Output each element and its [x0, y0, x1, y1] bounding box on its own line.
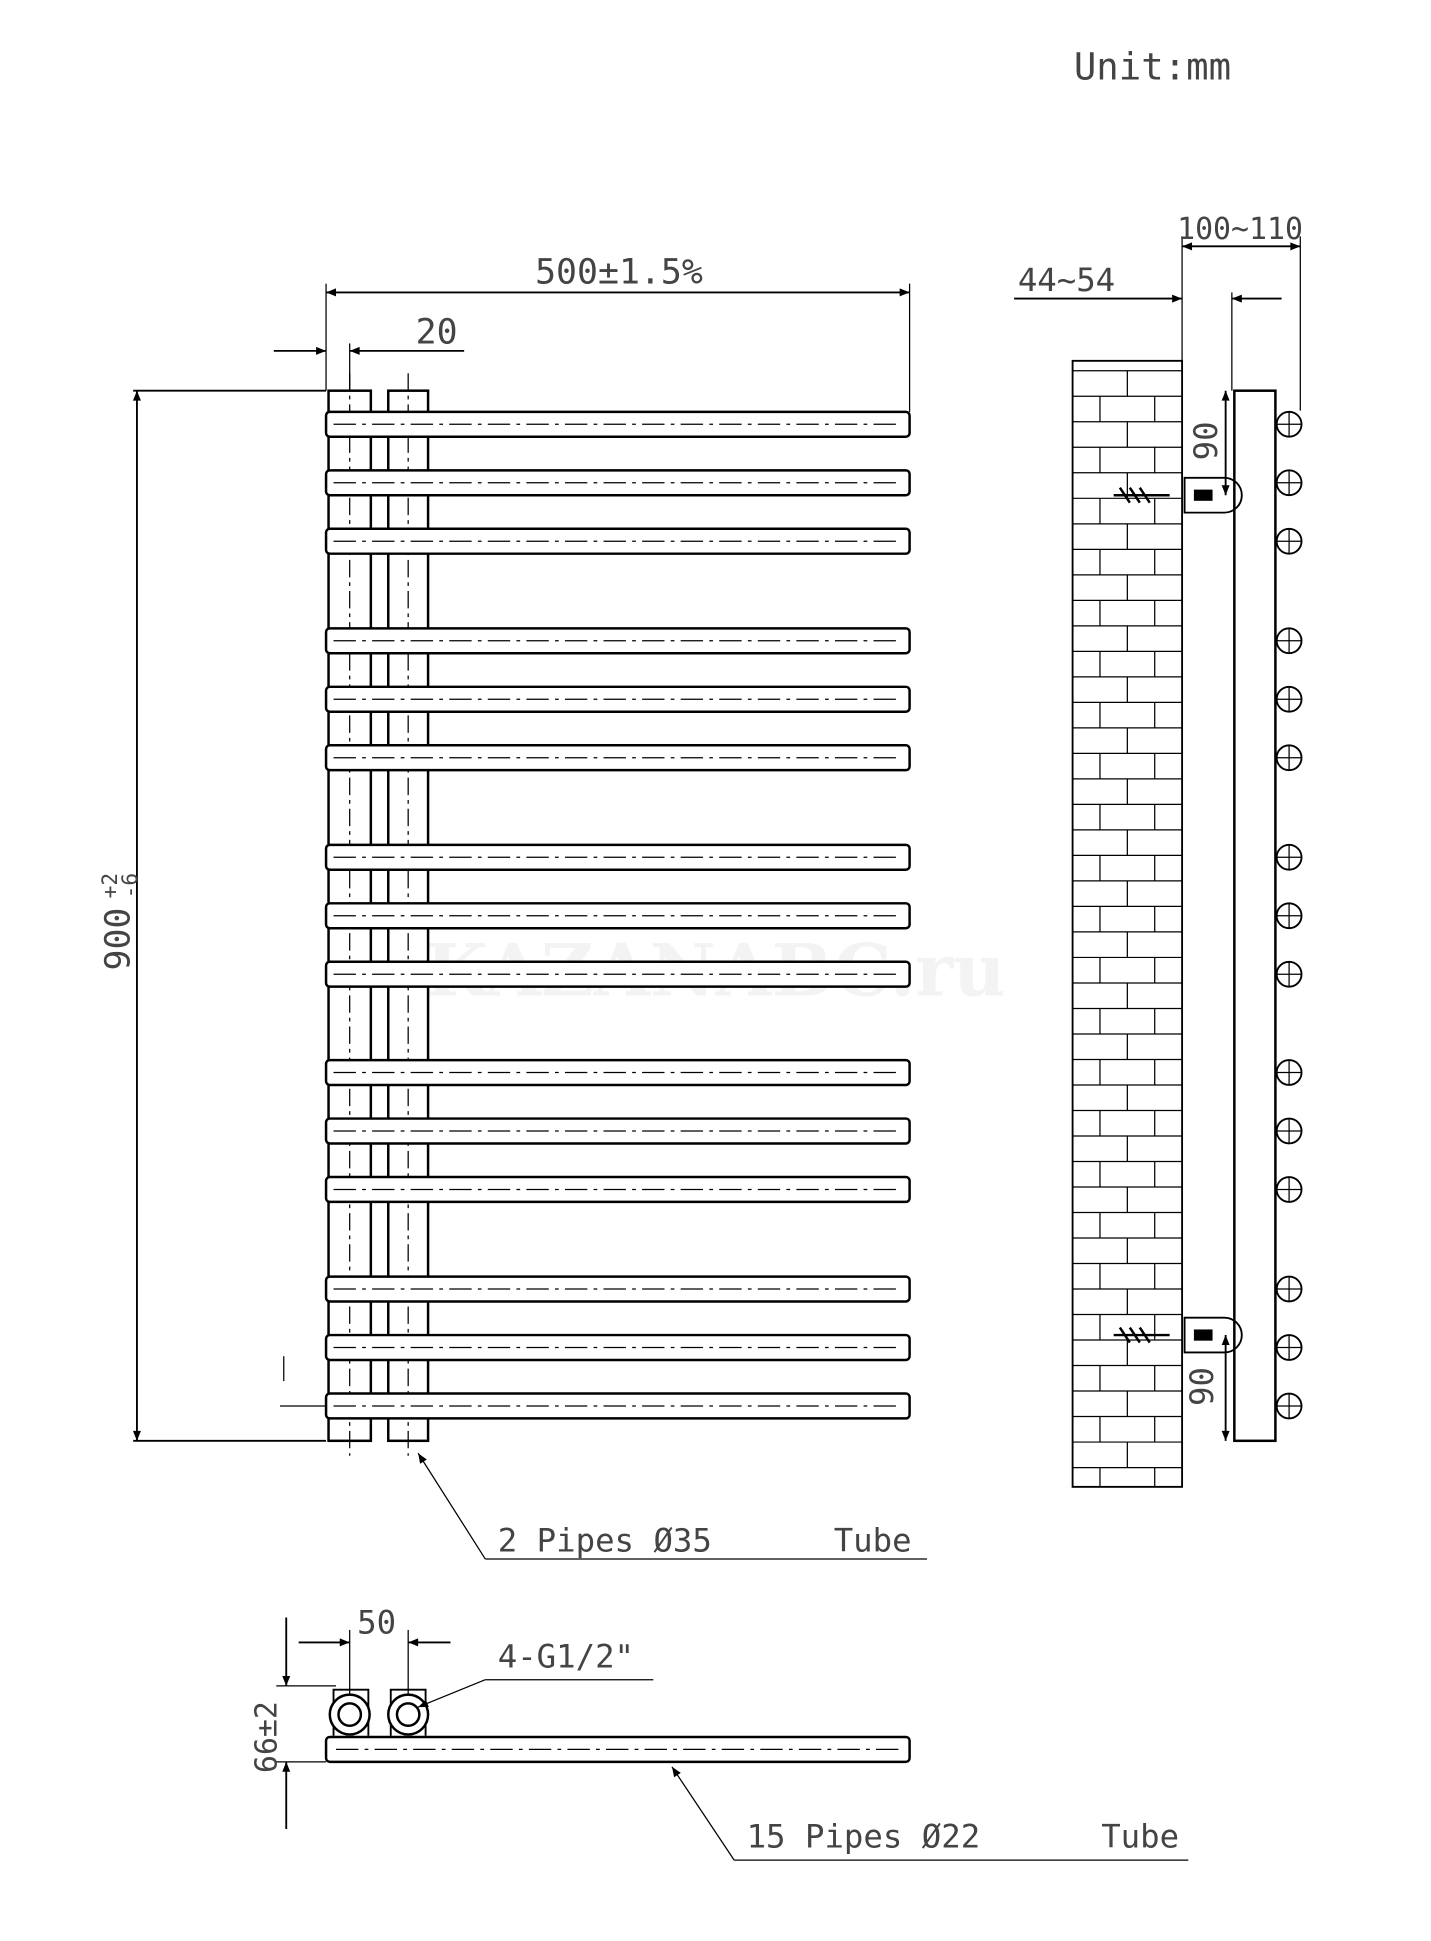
bar-end-circle: [1275, 1117, 1303, 1145]
bar-end-circle: [1275, 1334, 1303, 1361]
bar-end-circle: [1275, 469, 1303, 497]
connection-port: [328, 1693, 371, 1736]
depth-dimension: 100~110: [1177, 212, 1303, 247]
bar-end-circle: [1275, 627, 1303, 655]
connection-port: [387, 1693, 430, 1736]
bottom-bracket-dimension: 90: [1183, 1367, 1221, 1406]
connection-spacing-dimension: 50: [357, 1604, 396, 1642]
svg-text:900: 900: [98, 908, 138, 971]
front-view: [132, 283, 928, 1560]
height-tolerance-minus: -6: [117, 873, 142, 898]
brick-wall: [1071, 359, 1184, 1488]
bar-end-circle: [1275, 1059, 1303, 1086]
connection-label: 4-G1/2": [498, 1637, 634, 1675]
side-vertical-pipe: [1233, 389, 1277, 1443]
height-tolerance-plus: +2: [97, 873, 122, 898]
bar-end-circle: [1275, 527, 1303, 555]
wall-gap-dimension: 44~54: [1018, 261, 1115, 299]
side-view: [1014, 236, 1303, 1488]
bar-end-circle: [1275, 1392, 1303, 1420]
bar-end-circle: [1275, 960, 1303, 988]
bar-end-circle: [1275, 685, 1303, 713]
bar-end-circle: [1275, 1275, 1303, 1303]
vertical-pipe-label: 2 Pipes Ø35: [498, 1522, 712, 1560]
bottom-horizontal-pipe: [324, 1735, 911, 1764]
connection-height-dimension: 66±2: [249, 1701, 284, 1773]
offset-dimension: 20: [416, 312, 458, 352]
unit-label: Unit:mm: [1074, 45, 1231, 89]
horizontal-pipe-label: 15 Pipes Ø22: [747, 1818, 981, 1856]
bar-end-circle: [1275, 843, 1303, 871]
horizontal-pipe-suffix: Tube: [1101, 1818, 1179, 1856]
bar-end-circle: [1275, 744, 1303, 772]
vertical-pipe-suffix: Tube: [834, 1522, 912, 1560]
bar-end-circle: [1275, 1176, 1303, 1203]
height-dimension: 900 +2 -6: [97, 873, 142, 971]
bar-end-circle: [1275, 902, 1303, 930]
bar-end-circle: [1275, 410, 1303, 438]
width-dimension: 500±1.5%: [535, 253, 703, 293]
top-bracket-dimension: 90: [1187, 421, 1225, 460]
bottom-view: [276, 1617, 1189, 1861]
